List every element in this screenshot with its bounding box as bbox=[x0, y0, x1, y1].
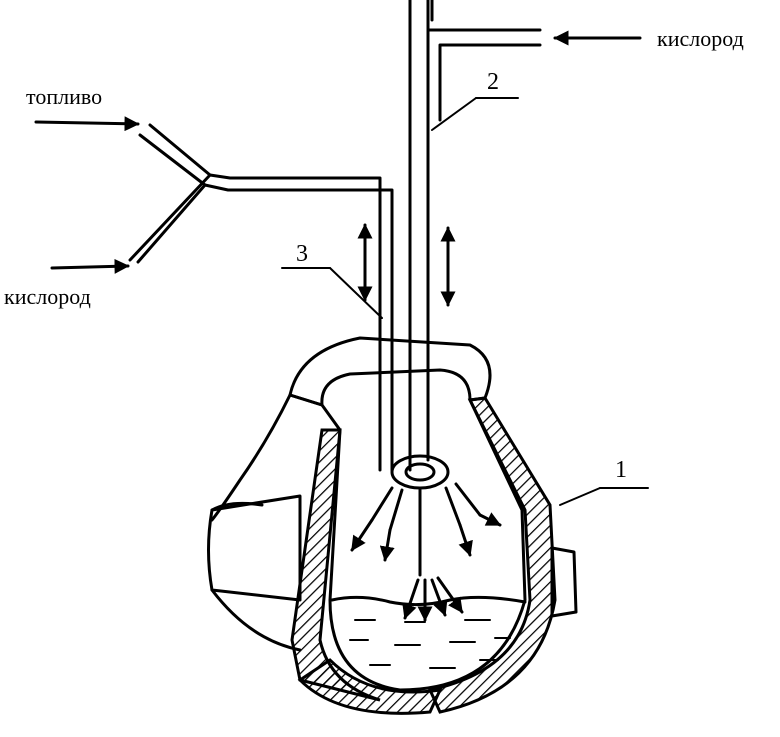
inner-cavity bbox=[328, 398, 527, 692]
label-num-1: 1 bbox=[615, 457, 627, 483]
label-num-2: 2 bbox=[487, 69, 499, 95]
label-fuel: топливо bbox=[26, 84, 103, 109]
oxygen-left-arrow bbox=[50, 258, 130, 274]
left-trunnion bbox=[207, 494, 302, 602]
oxygen-lance bbox=[408, 0, 642, 472]
label-oxygen-left: кислород bbox=[4, 284, 91, 309]
vessel-mouth bbox=[288, 336, 492, 407]
melt-ripples bbox=[349, 619, 511, 669]
right-trunnion bbox=[550, 546, 578, 618]
label-oxygen-top: кислород bbox=[657, 26, 744, 51]
leader-2 bbox=[431, 97, 477, 131]
fuel-arrow bbox=[34, 116, 140, 132]
outer-shell bbox=[210, 393, 302, 652]
lining-bottom bbox=[297, 658, 443, 715]
label-num-3: 3 bbox=[296, 241, 308, 267]
melt-surface bbox=[330, 595, 527, 607]
leader-1 bbox=[559, 487, 601, 506]
burner-lance bbox=[34, 116, 394, 472]
flame-jets bbox=[350, 482, 502, 622]
burner-ring bbox=[390, 454, 450, 490]
leader-3 bbox=[329, 267, 383, 319]
lining-left bbox=[290, 428, 381, 702]
converter-vessel bbox=[207, 336, 578, 715]
lining-right bbox=[427, 396, 557, 714]
